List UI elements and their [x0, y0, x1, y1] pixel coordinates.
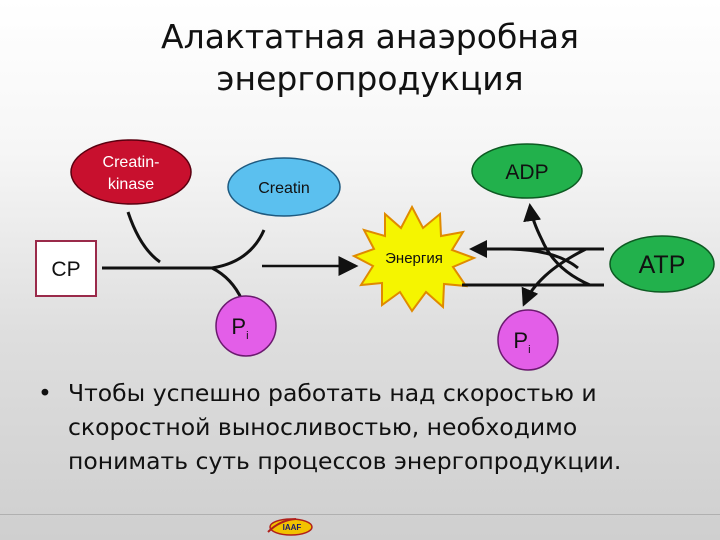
bullet-list: • Чтобы успешно работать над скоростью и…: [38, 376, 678, 478]
bullet-text: Чтобы успешно работать над скоростью и с…: [68, 379, 622, 475]
footer-divider: [0, 514, 720, 515]
creatin-label: Creatin: [258, 180, 310, 197]
adp-label: ADP: [505, 161, 548, 184]
adp-release-curve: [523, 203, 591, 287]
pi-right-node: [497, 309, 559, 371]
energy-label: Энергия: [385, 250, 443, 267]
pi-release-curve: [521, 247, 587, 307]
cp-label: CP: [51, 258, 80, 281]
bullet-marker: •: [38, 379, 52, 407]
energy-burst: [351, 204, 477, 313]
cp-box: [35, 240, 97, 297]
atp-label: ATP: [639, 251, 686, 279]
creatin-kinase-node: [70, 139, 192, 205]
pi-left-node: [215, 295, 277, 357]
pi-right-label: Pi: [513, 328, 530, 356]
creatin-kinase-label-1: Creatin-: [103, 154, 160, 171]
slide-title: Алактатная анаэробная энергопродукция: [60, 16, 680, 100]
atp-node: [609, 235, 715, 293]
iaaf-logo-text: IAAF: [283, 523, 302, 532]
adp-node: [471, 143, 583, 199]
bullet-item: • Чтобы успешно работать над скоростью и…: [38, 376, 678, 478]
adp-input-curve: [509, 247, 579, 270]
pi-branch-curve: [211, 266, 244, 301]
title-line-1: Алактатная анаэробная: [161, 17, 579, 56]
iaaf-logo: IAAF: [267, 518, 313, 536]
energy-diagram: CP Creatin- kinase Creatin Pi Энергия AD…: [35, 139, 715, 371]
enzyme-curve: [126, 211, 161, 264]
pi-left-label: Pi: [231, 314, 248, 342]
title-line-2: энергопродукция: [216, 59, 524, 98]
creatin-kinase-label-2: kinase: [108, 176, 154, 193]
creatin-branch-curve: [211, 229, 266, 270]
creatin-node: [227, 157, 341, 217]
